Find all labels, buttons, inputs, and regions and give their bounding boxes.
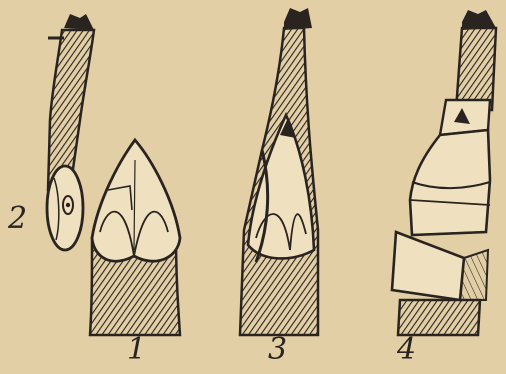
figure-label-4: 4 [397, 335, 416, 365]
figure-2-scion [47, 14, 94, 250]
figure-label-2: 2 [8, 204, 27, 234]
figure-1-rootstock [90, 140, 180, 335]
figure-2-shield-bud [47, 166, 83, 250]
figure-3-inserted [240, 8, 318, 335]
figure-label-3: 3 [268, 335, 287, 365]
figure-4-wrapped [392, 10, 496, 335]
figure-label-1: 1 [127, 335, 146, 365]
